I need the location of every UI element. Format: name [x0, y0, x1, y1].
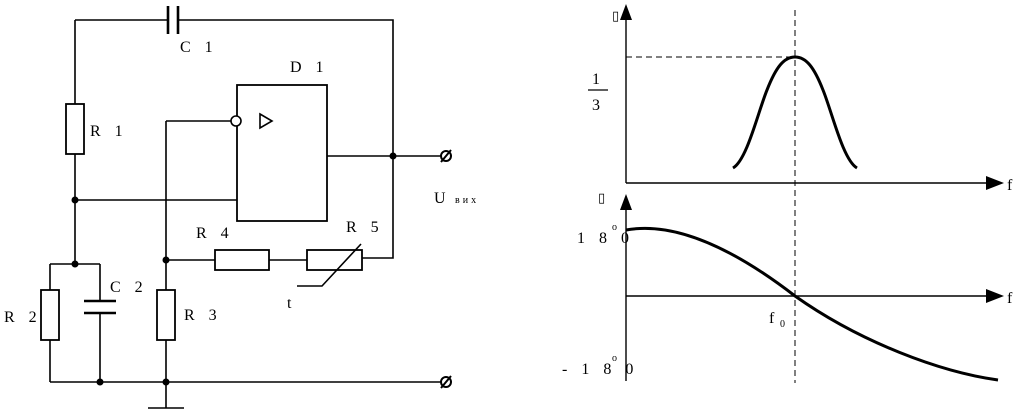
d1-label: D 1: [290, 59, 329, 76]
phase-y-symbol: ▯: [598, 191, 605, 206]
resistor-r2: [40, 289, 60, 341]
resistor-r3: [156, 289, 176, 341]
resistor-r1: [65, 103, 85, 155]
c2-label: C 2: [110, 279, 148, 296]
output-voltage-subscript: вих: [455, 195, 479, 206]
junction-ground-c2: [96, 378, 104, 386]
thermistor-r5: [306, 249, 363, 271]
amp-x-arrow-icon: [986, 176, 1004, 190]
phase-x-arrow-icon: [986, 289, 1004, 303]
output-voltage-label: U: [434, 190, 451, 207]
thermistor-t-label: t: [287, 295, 296, 312]
c1-label: C 1: [180, 39, 218, 56]
wire-top: [75, 19, 394, 259]
amp-peak-denominator: 3: [592, 97, 605, 114]
r5-label: R 5: [346, 219, 384, 236]
circuit-schematic: C 1 R 1 R 2 C 2 D 1: [4, 6, 479, 409]
phase-bottom-value: - 1 8 0: [562, 361, 638, 378]
phase-top-value: 1 8 0: [577, 230, 634, 247]
junction-output: [389, 152, 397, 160]
phase-response-graph: ▯ f 1 8 0 o - 1 8 0 o f 0: [562, 191, 1017, 382]
output-terminal: [440, 149, 452, 163]
phase-bottom-degree: o: [612, 353, 620, 364]
r4-label: R 4: [196, 225, 234, 242]
resistor-r4: [214, 249, 270, 271]
phase-top-degree: o: [612, 222, 620, 233]
r1-label: R 1: [90, 123, 128, 140]
thermistor-arrow: [297, 243, 362, 287]
ground-symbol: [148, 382, 184, 409]
phase-x-label: f: [1007, 290, 1017, 307]
phase-y-arrow-icon: [620, 194, 632, 210]
f0-subscript: 0: [780, 319, 788, 330]
opamp-d1: [236, 84, 328, 222]
amp-y-arrow-icon: [620, 4, 632, 20]
amp-peak-numerator: 1: [592, 71, 605, 88]
f0-label: f: [769, 310, 779, 327]
r3-label: R 3: [184, 307, 222, 324]
ground-terminal: [440, 375, 452, 389]
r2-label: R 2: [4, 309, 42, 326]
inverting-input-bubble: [230, 115, 242, 127]
amp-y-symbol: ▯: [612, 9, 619, 24]
phase-curve: [625, 226, 999, 382]
amp-bell-curve: [732, 55, 858, 170]
amp-x-label: f: [1007, 177, 1017, 194]
amplitude-response-graph: ▯ f 1 3: [588, 4, 1017, 194]
wire-rc-top: [49, 263, 101, 382]
opamp-triangle-icon: [259, 112, 274, 130]
